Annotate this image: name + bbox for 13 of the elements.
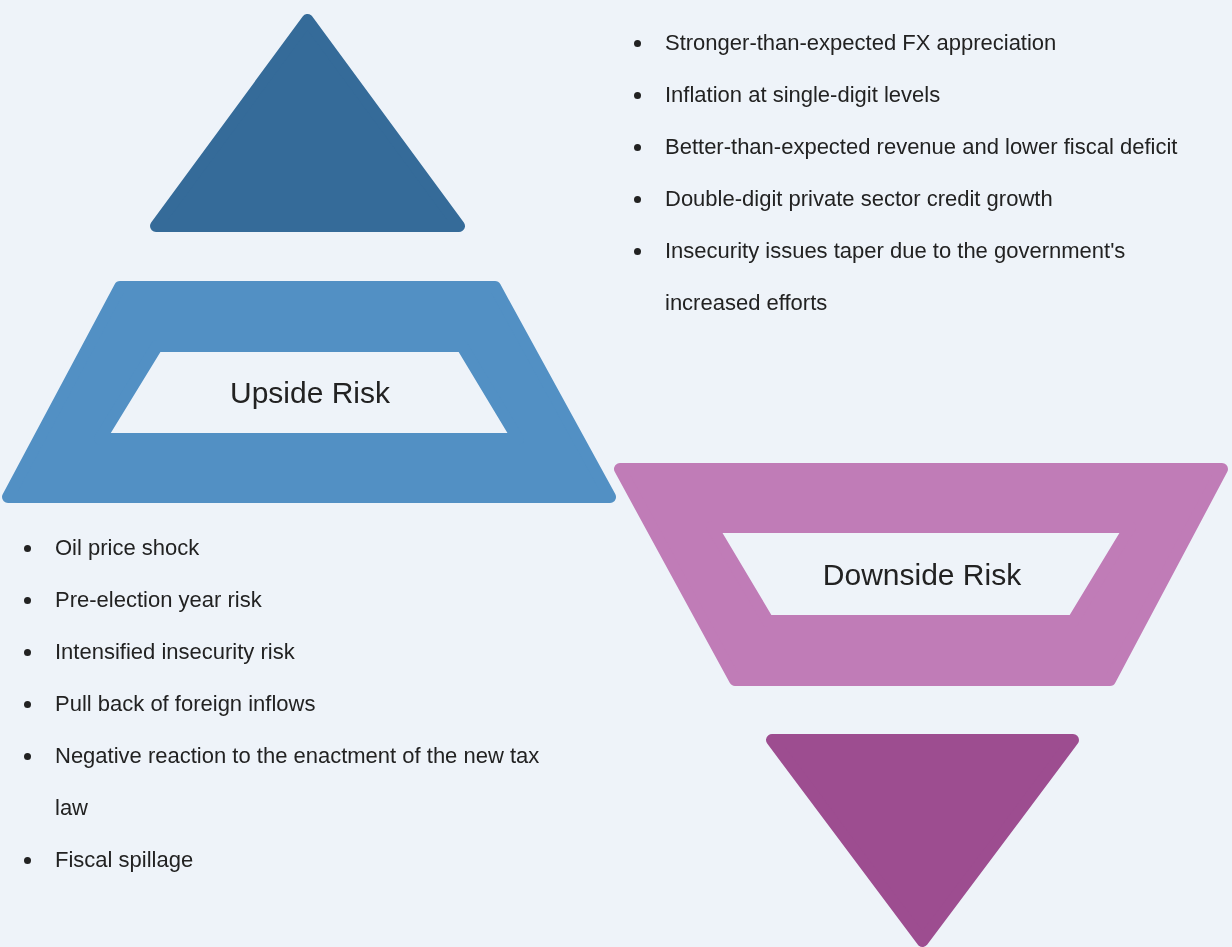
bullet-item: Fiscal spillage — [55, 846, 194, 874]
bullet-item: Insecurity issues taper due to the government's increased efforts — [665, 237, 1127, 317]
bullet-item: Pre-election year risk — [55, 586, 262, 614]
bullet-item: Pull back of foreign inflows — [55, 690, 316, 718]
bullet-item: Negative reaction to the enactment of the new tax law — [55, 742, 541, 822]
bullet-item: Stronger-than-expected FX appreciation — [665, 29, 1057, 57]
bullet-item: Inflation at single-digit levels — [665, 81, 941, 109]
risk-title: Downside Risk — [822, 558, 1022, 592]
risk-title: Upside Risk — [229, 376, 391, 410]
bullet-item: Better-than-expected revenue and lower fiscal deficit — [665, 133, 1178, 161]
bullet-item: Double-digit private sector credit growth — [665, 185, 1053, 213]
bullet-item: Intensified insecurity risk — [55, 638, 295, 666]
bullet-item: Oil price shock — [55, 534, 200, 562]
